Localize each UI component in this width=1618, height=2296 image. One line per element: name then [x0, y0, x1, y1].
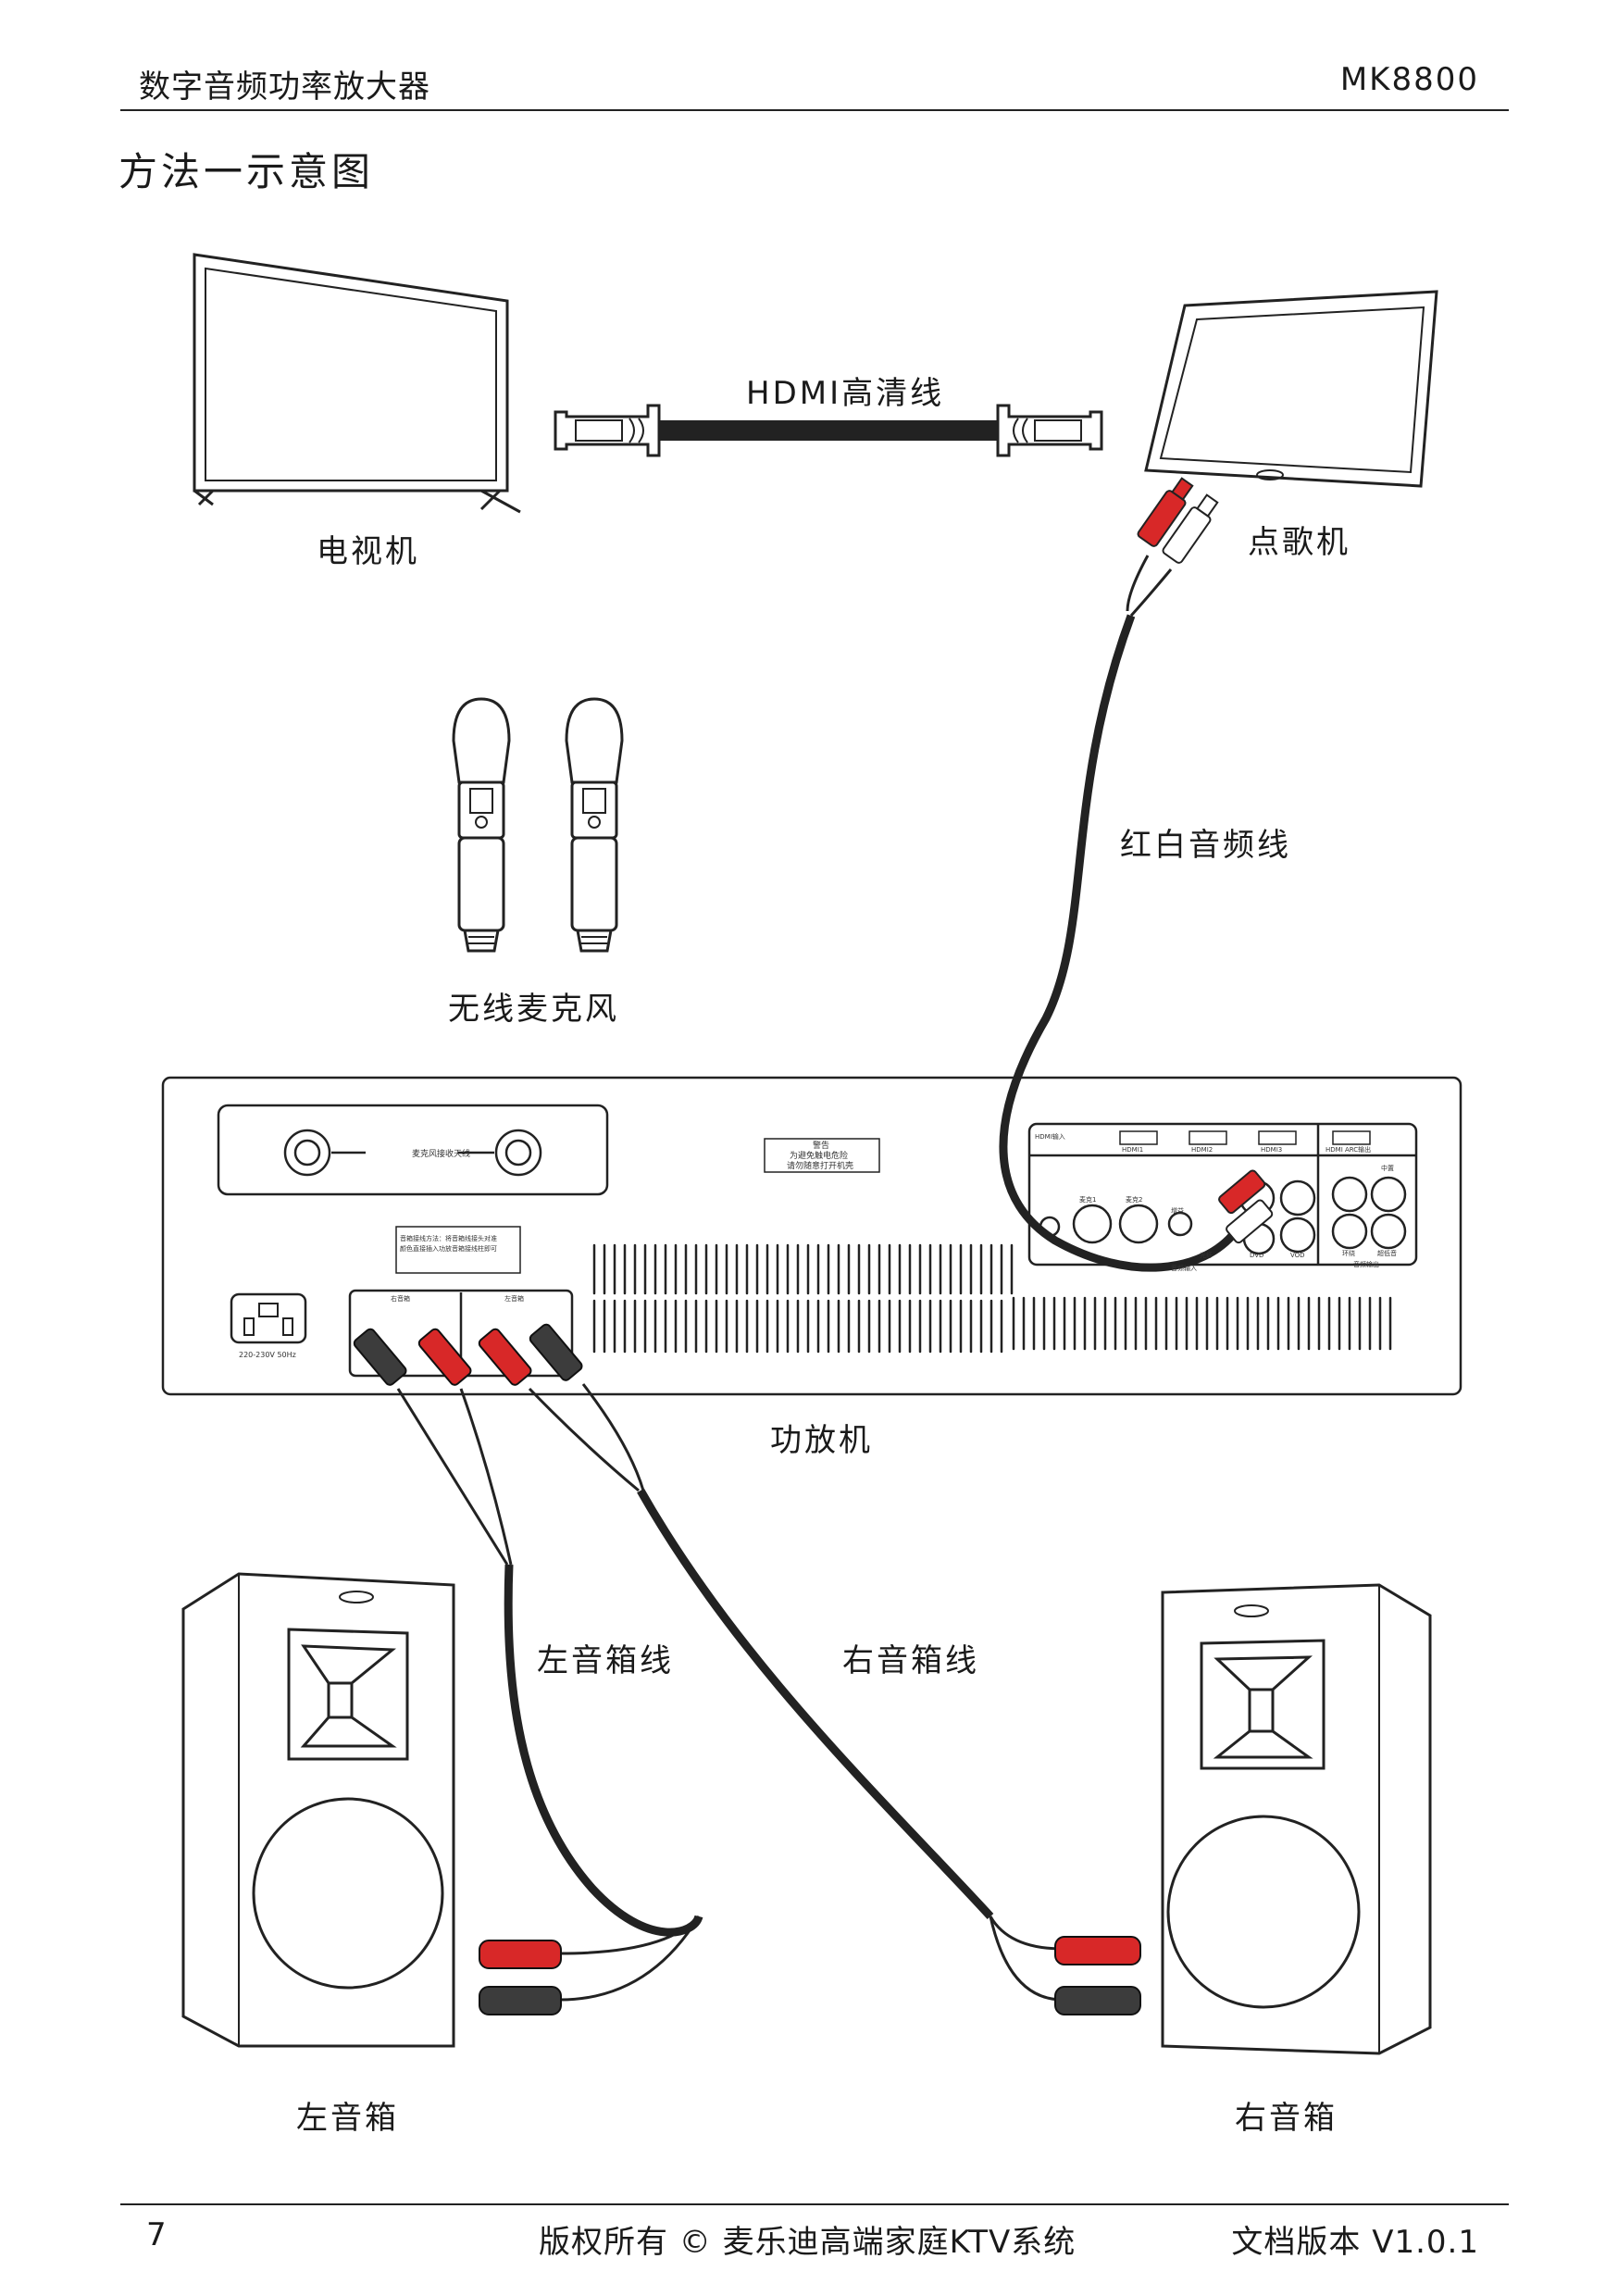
song-player-icon — [1144, 290, 1438, 488]
vod-label: VOD — [1290, 1252, 1305, 1259]
surround-label: 环绕 — [1342, 1249, 1355, 1257]
hdmi-cable-label: HDMI高清线 — [746, 375, 945, 412]
audio-in-label: 音频输入 — [1171, 1264, 1197, 1272]
right-speaker-terminal-label: 右音箱 — [391, 1294, 410, 1303]
tv-label: 电视机 — [317, 533, 419, 570]
rca-plugs-player-icon — [1137, 477, 1219, 564]
left-speaker-label: 左音箱 — [296, 2100, 399, 2137]
warning-line1: 为避免触电危险 — [790, 1150, 848, 1161]
hdmi3-label: HDMI3 — [1261, 1146, 1282, 1154]
audio-out-label: 音频输出 — [1353, 1260, 1379, 1268]
microphone-icon — [452, 697, 511, 953]
antenna-label: 麦克风接收天线 — [412, 1148, 470, 1159]
dvd-label: DVD — [1250, 1252, 1263, 1259]
left-speaker-icon — [181, 1572, 455, 2048]
tv-icon — [193, 253, 521, 514]
hdmi-arc-label: HDMI ARC输出 — [1326, 1145, 1371, 1154]
warning-title: 警告 — [813, 1140, 829, 1151]
vent-slots — [592, 1243, 1392, 1354]
header-divider — [120, 109, 1509, 111]
right-speaker-cable-label: 右音箱线 — [842, 1642, 979, 1679]
mic1-label: 麦克1 — [1079, 1195, 1096, 1204]
hdmi-input-label: HDMI输入 — [1035, 1132, 1065, 1141]
rca-cable-line — [999, 555, 1239, 1272]
optical-label: 光纤 — [1200, 1251, 1213, 1259]
left-speaker-plugs-icon — [479, 1940, 562, 2015]
right-speaker-plugs-icon — [1054, 1936, 1141, 2015]
hdmi2-label: HDMI2 — [1191, 1146, 1213, 1154]
right-speaker-label: 右音箱 — [1235, 2100, 1338, 2137]
mic2-label: 麦克2 — [1126, 1195, 1142, 1204]
subwoofer-label: 超低音 — [1377, 1249, 1397, 1257]
volume-label: 增益 — [1171, 1206, 1184, 1215]
wireless-mic-label: 无线麦克风 — [448, 991, 619, 1028]
left-speaker-cable-line — [396, 1388, 703, 2002]
right-speaker-cable-line — [528, 1383, 1064, 2002]
hdmi1-label: HDMI1 — [1122, 1146, 1143, 1154]
speaker-plugs-amp-icon — [353, 1323, 583, 1386]
copyright-text: 版权所有 © 麦乐迪高端家庭KTV系统 — [539, 2224, 1077, 2261]
warning-line2: 请勿随意打开机壳 — [787, 1160, 853, 1171]
page-number: 7 — [146, 2216, 168, 2253]
center-label: 中置 — [1381, 1164, 1394, 1172]
document-version: 文档版本 V1.0.1 — [1231, 2224, 1479, 2261]
section-title: 方法一示意图 — [118, 149, 375, 194]
power-label: 220-230V 50Hz — [239, 1351, 296, 1359]
song-player-label: 点歌机 — [1248, 524, 1350, 561]
rca-cable-label: 红白音频线 — [1120, 827, 1291, 864]
right-speaker-icon — [1161, 1583, 1432, 2055]
speaker-note-line1: 音箱接线方法：将音箱线接头对准 — [400, 1234, 497, 1242]
left-speaker-cable-label: 左音箱线 — [537, 1642, 674, 1679]
speaker-note-line2: 颜色直接插入功放音箱接线柱即可 — [400, 1244, 497, 1253]
microphone-icon — [565, 697, 624, 953]
hdmi-cable-icon — [554, 404, 1103, 457]
amplifier-label: 功放机 — [770, 1422, 873, 1459]
model-number: MK8800 — [1339, 61, 1479, 98]
footer-divider — [120, 2203, 1509, 2205]
rca-plugs-amp-icon — [1218, 1169, 1274, 1244]
left-speaker-terminal-label: 左音箱 — [504, 1294, 524, 1303]
document-title: 数字音频功率放大器 — [139, 69, 430, 106]
